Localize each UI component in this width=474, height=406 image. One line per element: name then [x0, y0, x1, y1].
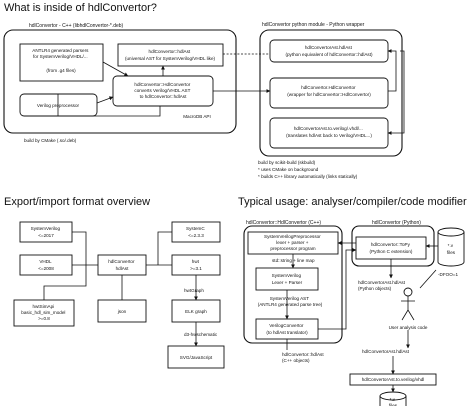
sv-preprocessor-text: SystemVerilogPreprocessor lexer + parser… — [264, 234, 322, 251]
antlr-to-converter-arrow — [102, 61, 129, 77]
title-typical-usage: Typical usage: analyser/compiler/code mo… — [238, 196, 467, 208]
hwtsimapi-text: hwtSimApi basic_hdl_sim_model >=0.8 — [21, 304, 66, 321]
cpp-hdlast-objects-label: hdlConvertor::hdlAst (C++ objects) — [282, 352, 325, 363]
hdlast-text: hdlConvertor::hdlAst (universal AST for … — [125, 49, 216, 61]
topy-text: hdlConvertor::ToPy (Python C extension) — [370, 242, 413, 254]
python-to-verilog-text: hdlConvertorAst.to.verilog/.vhdl/... (tr… — [286, 126, 372, 138]
hwt-box — [171, 254, 221, 276]
macrodb-label-bg — [176, 112, 218, 120]
hdlconvertor-hdlast-box — [97, 254, 147, 276]
sv-lexer-parser-box — [255, 267, 319, 291]
hdlconvertor-hdlast-text: hdlConvertor hdlAst — [108, 259, 136, 271]
cpp-library-group — [3, 29, 237, 134]
verilog-convertor-box — [255, 318, 319, 340]
output-files-text: *.v files — [389, 397, 398, 406]
macrodb-connector — [57, 94, 161, 117]
hdlast-box — [117, 43, 224, 67]
build-python-note: build by scikit-build (skbuild) * uses C… — [258, 160, 358, 179]
elk-graph-text: ELK graph — [185, 309, 207, 314]
python-hdlconvertor-box — [269, 77, 389, 109]
python-hdlast-text: hdlConvertorAst.hdlAst (python equivalen… — [285, 45, 373, 57]
sv-ast-label: SystemVerilog AST (ANTLR4 generated pars… — [258, 296, 323, 307]
topy-box — [355, 236, 427, 260]
pyast-to-backend-arrow — [387, 50, 405, 135]
to-verilog-text: hdlConvertorAst.to.verilog/vhdl — [362, 377, 425, 382]
hwt-text: hwt >=3.1 — [190, 259, 202, 271]
sv-connector — [72, 231, 87, 265]
macrodb-label: MacroDB API — [183, 114, 211, 119]
python-hdlast-label-2: hdlConvertorAst.hdlAst — [362, 349, 410, 354]
cpp-to-topy-arrow — [318, 248, 357, 330]
cpp-library-group-label: hdlConvertor - C++ (libhdlConvertor-*.de… — [29, 23, 124, 29]
python-hdlast-objects-label: hdlConvertorAst.hdlAst (Python objects) — [358, 280, 406, 291]
systemc-connector — [157, 231, 172, 265]
hdlconvertor-converts-text: hdlConvertor::HdlConvertor converts Veri… — [134, 82, 191, 99]
systemverilog-box — [19, 221, 73, 243]
python-hdlconvertor-group-label: hdlConvertor (Python) — [372, 220, 421, 226]
antlr-parsers-text: ANTLR4 generated parsers for SystemVeril… — [32, 48, 89, 73]
title-export-import: Export/import format overview — [4, 196, 150, 208]
hwtgraph-label: hwtGraph — [184, 288, 204, 293]
d3-hwschematic-label: d3-hwschematic — [184, 332, 218, 337]
systemverilog-text: SystemVerilog <=2017 — [31, 226, 62, 238]
title-what-is-inside: What is inside of hdlConvertor? — [4, 2, 157, 14]
verilog-convertor-text: VerilogConvertor (to hdlAst translator) — [266, 323, 308, 335]
vhdl-text: VHDL <=2008 — [38, 259, 54, 271]
output-files-cylinder — [379, 391, 407, 406]
cpp-hdlconvertor-group-label: hdlConvertor::HdlConvertor (C++) — [246, 220, 321, 226]
systemc-text: SystemC <=2.3.3 — [186, 226, 206, 238]
define-to-user-line — [419, 269, 437, 289]
json-text: json — [117, 309, 127, 314]
preprocessor-to-converter-arrow — [96, 96, 114, 104]
systemc-box — [171, 221, 221, 243]
build-cmake-note: build by CMake (.so/.deb) — [24, 138, 77, 143]
define-foo-label: -DFOO=1 — [438, 272, 458, 277]
string-line-map-label: std::string + line map — [272, 258, 315, 263]
wrapper-to-pyast-arrow — [387, 49, 397, 92]
input-files-cylinder — [437, 227, 465, 267]
python-hdlconvertor-text: hdlConvertor.HdlConvertor (wrapper for h… — [287, 85, 371, 97]
cpp-hdlconvertor-group — [243, 225, 343, 344]
hwtsim-connector — [43, 265, 87, 300]
hwtsimapi-box — [13, 299, 75, 327]
svg-javascript-text: SVG/JavaScript — [180, 355, 213, 360]
python-wrapper-group — [259, 29, 403, 157]
input-files-text: *.v files — [447, 243, 456, 255]
sv-lexer-parser-text: SystemVerilog Lexer + Parser — [272, 273, 303, 285]
user-analysis-code-label: User analysis code — [389, 325, 428, 330]
user-figure-icon — [401, 287, 415, 321]
python-wrapper-group-label: hdlConvertor python module - Python wrap… — [262, 22, 365, 28]
vhdl-box — [19, 254, 73, 276]
python-hdlast-box — [269, 39, 389, 63]
antlr-parsers-box — [19, 43, 104, 82]
